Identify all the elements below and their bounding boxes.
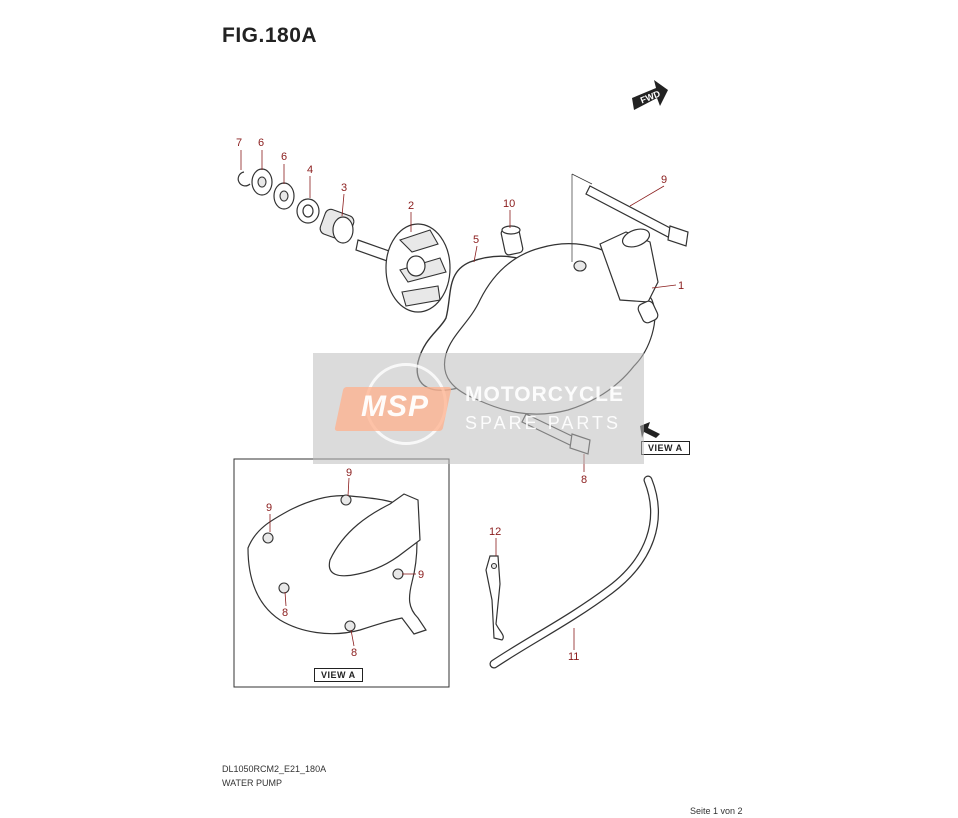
- part-10-dowel-pin[interactable]: [500, 225, 524, 256]
- watermark-line-2: SPARE PARTS: [465, 413, 622, 433]
- inset-callout-9-top: 9: [346, 467, 352, 479]
- inset-callout-8-bottom: 8: [351, 647, 357, 659]
- callout-6-a: 6: [258, 137, 264, 149]
- callout-5: 5: [473, 234, 479, 246]
- part-12-hose-clamp[interactable]: [485, 555, 504, 641]
- callout-8: 8: [581, 474, 587, 486]
- watermark-logo: MSP: [361, 390, 430, 423]
- figure-title: FIG.180A: [222, 24, 318, 47]
- model-code: DL1050RCM2_E21_180A: [222, 764, 327, 774]
- inset-view-a-label: VIEW A: [314, 668, 363, 682]
- callout-9: 9: [661, 174, 667, 186]
- page-indicator: Seite 1 von 2: [690, 806, 743, 816]
- callout-12: 12: [489, 526, 501, 538]
- callout-3: 3: [341, 182, 347, 194]
- part-6-bearing-b[interactable]: [273, 182, 295, 210]
- inset-callout-9-left: 9: [266, 502, 272, 514]
- callout-1: 1: [678, 280, 684, 292]
- callout-leaders: [240, 150, 677, 650]
- part-6-bearing-a[interactable]: [251, 168, 273, 196]
- part-9-bolt-long[interactable]: [571, 173, 689, 262]
- callout-2: 2: [408, 200, 414, 212]
- callout-11: 11: [568, 651, 579, 663]
- inset-view-a: [233, 458, 450, 688]
- part-2-impeller[interactable]: [355, 223, 451, 313]
- fwd-arrow-icon: FWD: [632, 80, 668, 110]
- part-4-oil-seal[interactable]: [296, 198, 320, 224]
- fwd-label: FWD: [639, 88, 662, 105]
- part-3-mechanical-seal[interactable]: [318, 208, 355, 244]
- watermark: MSP MOTORCYCLE SPARE PARTS: [313, 353, 644, 464]
- part-11-hose[interactable]: [489, 475, 659, 669]
- inset-callout-9-right: 9: [418, 569, 424, 581]
- part-7-circlip[interactable]: [237, 171, 251, 187]
- group-name: WATER PUMP: [222, 778, 282, 788]
- view-a-label: VIEW A: [641, 441, 690, 455]
- view-a-arrow-icon: [640, 422, 660, 438]
- watermark-line-1: MOTORCYCLE: [465, 383, 624, 406]
- callout-6-b: 6: [281, 151, 287, 163]
- inset-callout-8-left: 8: [282, 607, 288, 619]
- callout-10: 10: [503, 198, 515, 210]
- callout-7: 7: [236, 137, 242, 149]
- callout-4: 4: [307, 164, 313, 176]
